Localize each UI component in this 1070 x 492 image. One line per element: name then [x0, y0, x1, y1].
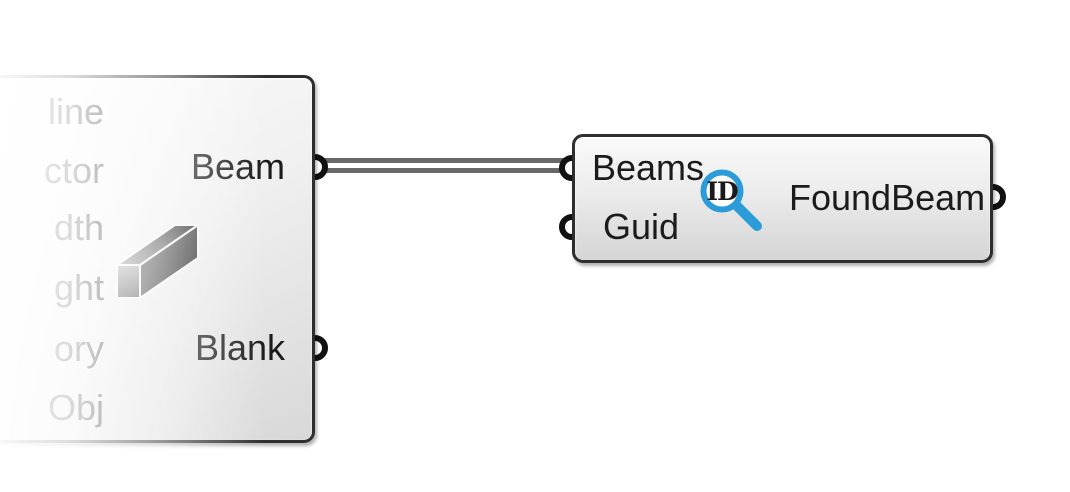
input-label-vector: ctor [43, 150, 104, 191]
input-label-line: line [47, 91, 104, 132]
input-label-guid: Guid [603, 206, 680, 247]
output-label-foundbeam: FoundBeam [789, 177, 986, 218]
id-magnifier-icon: ID [700, 169, 762, 231]
beam-3d-icon [116, 224, 199, 299]
beam-component[interactable]: line ctor dth ght ory Obj Beam Blank [0, 75, 315, 443]
input-label-beams: Beams [592, 147, 705, 188]
input-label-obj: Obj [47, 387, 104, 428]
input-label-width: dth [53, 207, 104, 248]
input-label-height: ght [53, 267, 104, 308]
wire-beam-to-beams[interactable] [315, 158, 571, 173]
input-label-story: ory [53, 328, 104, 369]
id-icon-text: ID [706, 177, 738, 206]
output-label-beam: Beam [190, 146, 285, 187]
output-label-blank: Blank [194, 327, 285, 368]
findbeam-component[interactable]: Beams Guid FoundBeam ID [572, 134, 993, 263]
